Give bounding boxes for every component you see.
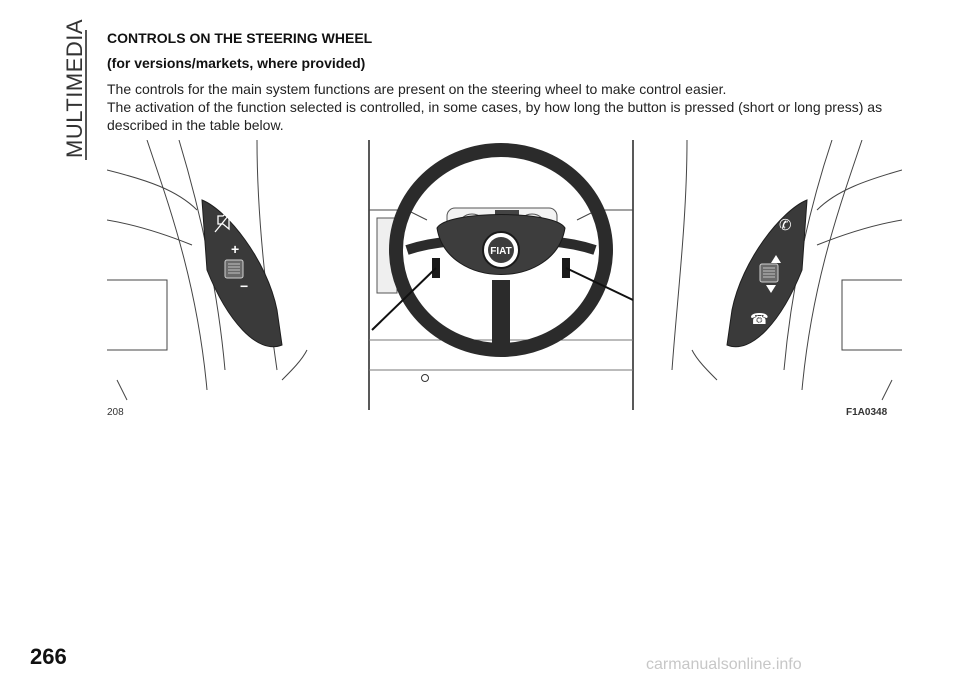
section-tab: MULTIMEDIA	[58, 19, 88, 160]
fiat-logo-text: FIAT	[490, 246, 511, 257]
triangle-up-icon	[771, 255, 781, 263]
page-title: CONTROLS ON THE STEERING WHEEL	[107, 30, 373, 46]
volume-plus-label: +	[231, 241, 239, 257]
figure-number: 208	[107, 407, 124, 418]
left-scroll-wheel	[224, 259, 244, 279]
right-scroll-wheel	[759, 263, 779, 283]
steering-wheel-figure: + − FIAT	[107, 140, 902, 410]
figure-code: F1A0348	[846, 407, 888, 418]
section-tab-rule	[85, 30, 87, 160]
phone-hangup-icon: ☎	[750, 311, 769, 328]
body-paragraph-2: The activation of the function selected …	[107, 99, 883, 133]
phone-answer-icon: ✆	[779, 217, 792, 234]
steering-wheel: FIAT	[371, 143, 634, 357]
volume-minus-label: −	[240, 278, 248, 294]
triangle-down-icon	[766, 285, 776, 293]
page-number: 266	[30, 644, 67, 669]
speaker-mute-icon	[214, 209, 234, 233]
right-button-pod: ✆ ☎	[726, 199, 808, 348]
content: CONTROLS ON THE STEERING WHEEL (for vers…	[107, 30, 907, 134]
page-subtitle: (for versions/markets, where provided)	[107, 55, 366, 71]
watermark: carmanualsonline.info	[646, 656, 802, 673]
body-paragraph-1: The controls for the main system functio…	[107, 81, 727, 97]
left-button-pod: + −	[201, 199, 283, 348]
left-controls-panel	[107, 140, 308, 401]
